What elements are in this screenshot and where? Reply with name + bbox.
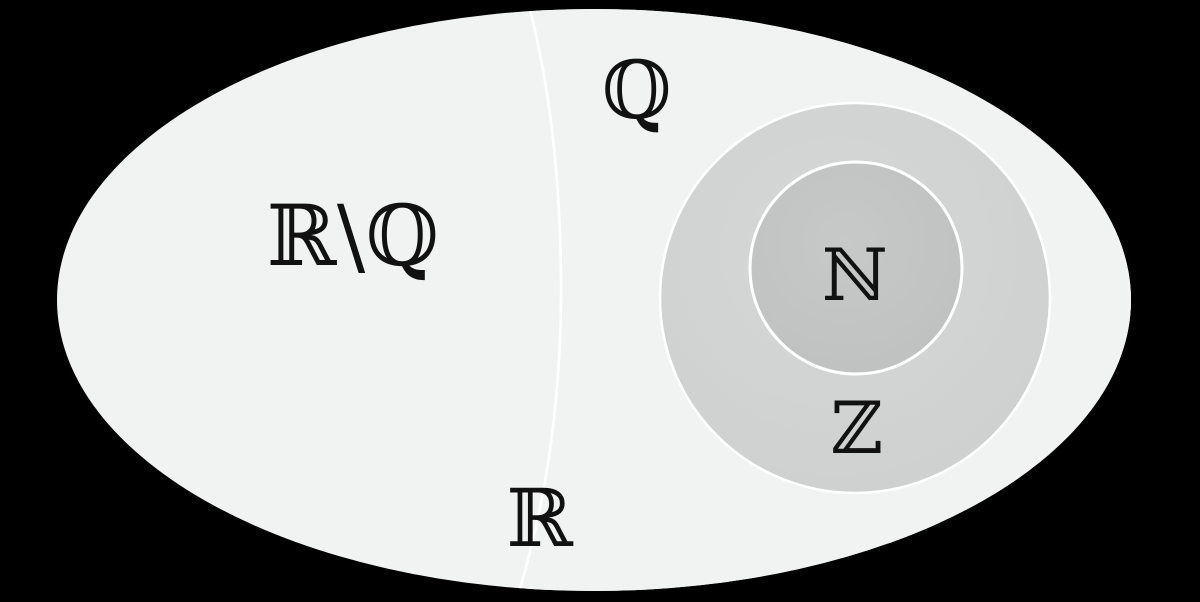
label-integers: ℤ	[830, 386, 883, 470]
label-reals: ℝ	[507, 472, 575, 565]
label-rationals: ℚ	[602, 44, 672, 137]
label-reals-minus-rationals: ℝ\ℚ	[267, 187, 440, 285]
label-naturals: ℕ	[822, 233, 888, 317]
rationals-divider-curve	[517, 9, 563, 591]
naturals-circle[interactable]	[748, 160, 964, 376]
